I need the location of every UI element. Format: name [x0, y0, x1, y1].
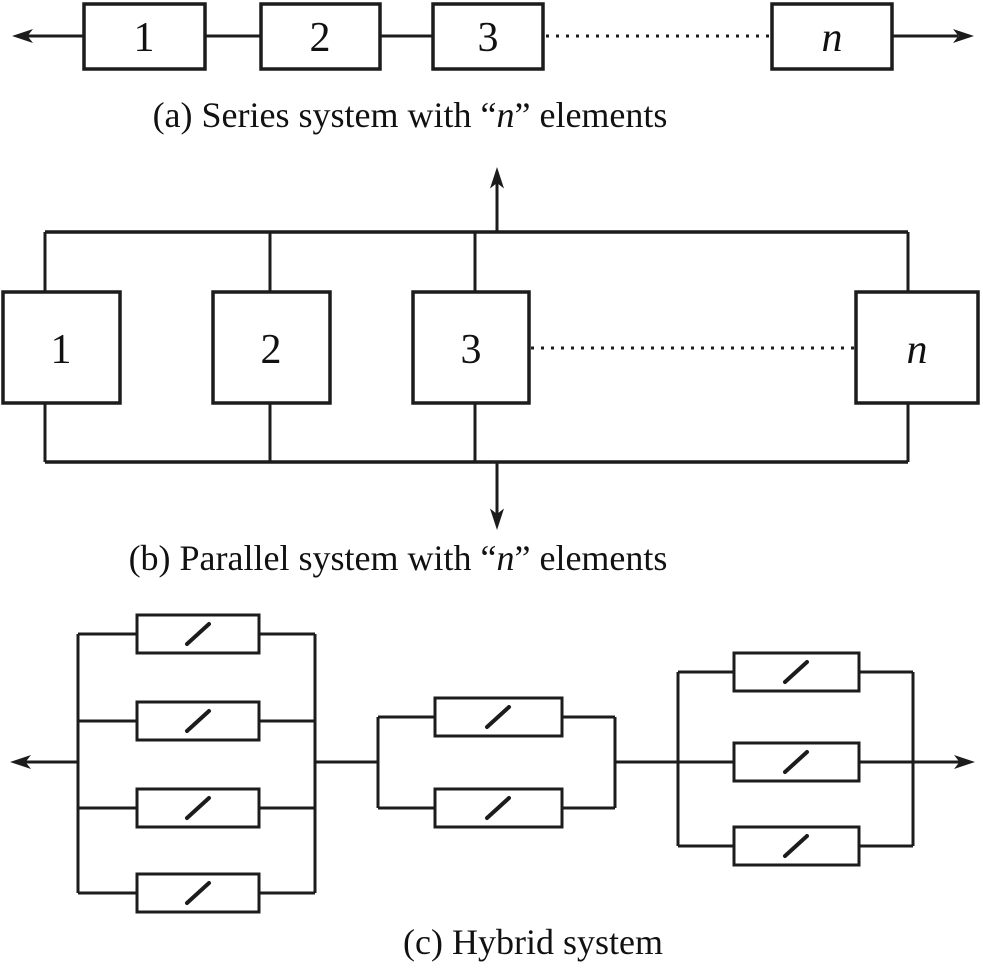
slash-icon [783, 750, 809, 774]
caption-a-pre: (a) Series system with “ [152, 95, 497, 135]
series-diagram: 1 2 3 n [12, 2, 974, 71]
caption-series: (a) Series system with “n” elements [0, 95, 820, 136]
parallel-box-1 [1, 290, 122, 405]
parallel-box-1-label: 1 [51, 327, 72, 373]
slash-icon [185, 622, 211, 646]
series-box-2 [259, 2, 382, 71]
caption-b-var: n [496, 538, 515, 578]
parallel-box-3-label: 3 [461, 327, 482, 373]
hybrid-element-box [433, 696, 564, 738]
hybrid-right-group [676, 651, 915, 867]
hybrid-left-group [76, 613, 317, 914]
series-box-3 [431, 2, 545, 71]
left-arrowhead-icon [10, 755, 31, 769]
slash-icon [185, 796, 211, 820]
caption-c-text: (c) Hybrid system [403, 922, 663, 962]
series-box-2-label: 2 [310, 15, 331, 61]
right-arrowhead-icon [954, 755, 975, 769]
hybrid-diagram [10, 613, 975, 914]
right-arrowhead-icon [953, 29, 974, 43]
slash-icon [185, 709, 211, 733]
caption-parallel: (b) Parallel system with “n” elements [0, 538, 796, 579]
parallel-box-n [854, 290, 980, 405]
series-box-1-label: 1 [134, 15, 155, 61]
slash-icon [783, 834, 809, 858]
slash-icon [485, 705, 511, 729]
parallel-diagram: 1 2 3 n [1, 167, 980, 530]
slash-icon [783, 660, 809, 684]
caption-b-pre: (b) Parallel system with “ [128, 538, 497, 578]
caption-b-post: ” elements [514, 538, 668, 578]
caption-a-var: n [496, 95, 515, 135]
parallel-box-n-label: n [907, 327, 928, 373]
series-box-3-label: 3 [478, 15, 499, 61]
hybrid-middle-group [376, 696, 617, 829]
series-box-n-label: n [822, 15, 843, 61]
slash-icon [485, 796, 511, 820]
parallel-box-2-label: 2 [261, 327, 282, 373]
up-arrowhead-icon [490, 167, 504, 189]
parallel-box-2 [211, 290, 332, 405]
caption-hybrid: (c) Hybrid system [83, 922, 983, 963]
parallel-box-3 [411, 290, 531, 405]
left-arrowhead-icon [12, 29, 33, 43]
series-box-n [770, 2, 894, 71]
down-arrowhead-icon [490, 508, 504, 530]
slash-icon [185, 881, 211, 905]
caption-a-post: ” elements [514, 95, 668, 135]
